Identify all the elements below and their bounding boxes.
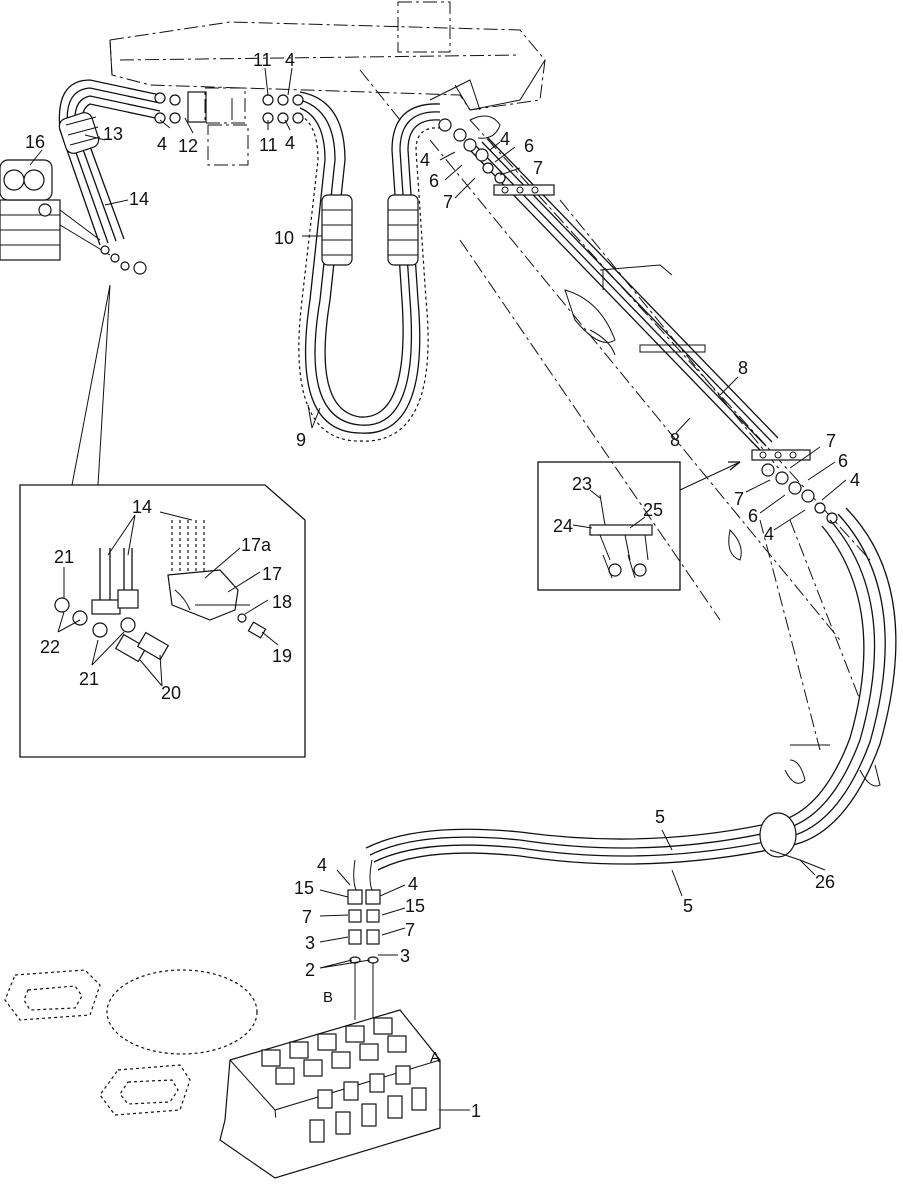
jib-top-fittings (438, 115, 506, 184)
callout-10: 10 (274, 228, 294, 248)
port-b-label: B (323, 989, 333, 1006)
detail-box-right (537, 461, 741, 591)
callout-22: 22 (40, 637, 60, 657)
callout-5-lower: 5 (683, 896, 693, 916)
callout-13: 13 (103, 124, 123, 144)
callout-16: 16 (25, 132, 45, 152)
callout-18: 18 (272, 592, 292, 612)
callout-20: 20 (161, 683, 181, 703)
rotator-motor-16 (0, 159, 147, 275)
valve-fittings (347, 859, 381, 1020)
callout-5-upper: 5 (655, 807, 665, 827)
callout-4: 4 (420, 150, 430, 170)
clamp-bracket-upper (493, 184, 555, 196)
callout-1: 1 (471, 1101, 481, 1121)
callout-7: 7 (302, 907, 312, 927)
callout-3-right: 3 (400, 946, 410, 966)
callout-7: 7 (826, 431, 836, 451)
callout-6: 6 (748, 506, 758, 526)
leader-lines (29, 67, 847, 1111)
hose-13-14 (58, 79, 161, 246)
callout-4: 4 (850, 470, 860, 490)
callout-12: 12 (178, 136, 198, 156)
callout-14-detail: 14 (132, 497, 152, 517)
callout-4: 4 (157, 134, 167, 154)
callout-labels: 1 2 3 3 4 4 4 4 4 4 4 4 4 5 5 6 6 6 6 7 … (25, 50, 860, 1121)
callout-4: 4 (764, 524, 774, 544)
valve-spools (261, 1017, 427, 1143)
jib-bottom-fittings (761, 463, 838, 524)
callout-21-bottom: 21 (79, 669, 99, 689)
callout-8-upper: 8 (738, 358, 748, 378)
hose-sleeve-10 (321, 194, 419, 266)
callout-15-right: 15 (405, 896, 425, 916)
port-a-label: A (430, 1049, 440, 1066)
callout-14: 14 (129, 189, 149, 209)
callout-7: 7 (443, 192, 453, 212)
callout-26: 26 (815, 872, 835, 892)
callout-17a: 17a (241, 535, 272, 555)
callout-4: 4 (285, 133, 295, 153)
callout-25: 25 (643, 500, 663, 520)
callout-7: 7 (405, 920, 415, 940)
callout-9: 9 (296, 430, 306, 450)
callout-11-bottom: 11 (259, 135, 278, 155)
callout-2: 2 (305, 960, 315, 980)
callout-11-top: 11 (253, 50, 272, 70)
callout-4: 4 (500, 129, 510, 149)
jib-outline (429, 119, 881, 787)
callout-24: 24 (553, 516, 573, 536)
callout-8-lower: 8 (670, 430, 680, 450)
callout-7: 7 (734, 489, 744, 509)
hose-9-loop (298, 91, 441, 442)
callout-4: 4 (317, 855, 327, 875)
callout-4: 4 (285, 50, 295, 70)
callout-21-top: 21 (54, 547, 74, 567)
hose-clamp-26 (759, 812, 826, 871)
callout-3-left: 3 (305, 933, 315, 953)
detail-box-left (19, 484, 306, 758)
callout-19: 19 (272, 646, 292, 666)
callout-23: 23 (572, 474, 592, 494)
callout-7: 7 (533, 158, 543, 178)
callout-4: 4 (408, 874, 418, 894)
callout-15-left: 15 (294, 878, 314, 898)
boom-valve-fittings (154, 87, 304, 166)
callout-17: 17 (262, 564, 282, 584)
hose-5 (365, 507, 897, 871)
callout-6: 6 (838, 451, 848, 471)
control-valve-1 (219, 1009, 441, 1179)
callout-6: 6 (524, 136, 534, 156)
detail-leader-left (71, 284, 111, 486)
clamp-bracket-lower (751, 449, 811, 461)
mount-outlines (4, 969, 258, 1116)
callout-6: 6 (429, 171, 439, 191)
boom-outline (109, 1, 546, 121)
